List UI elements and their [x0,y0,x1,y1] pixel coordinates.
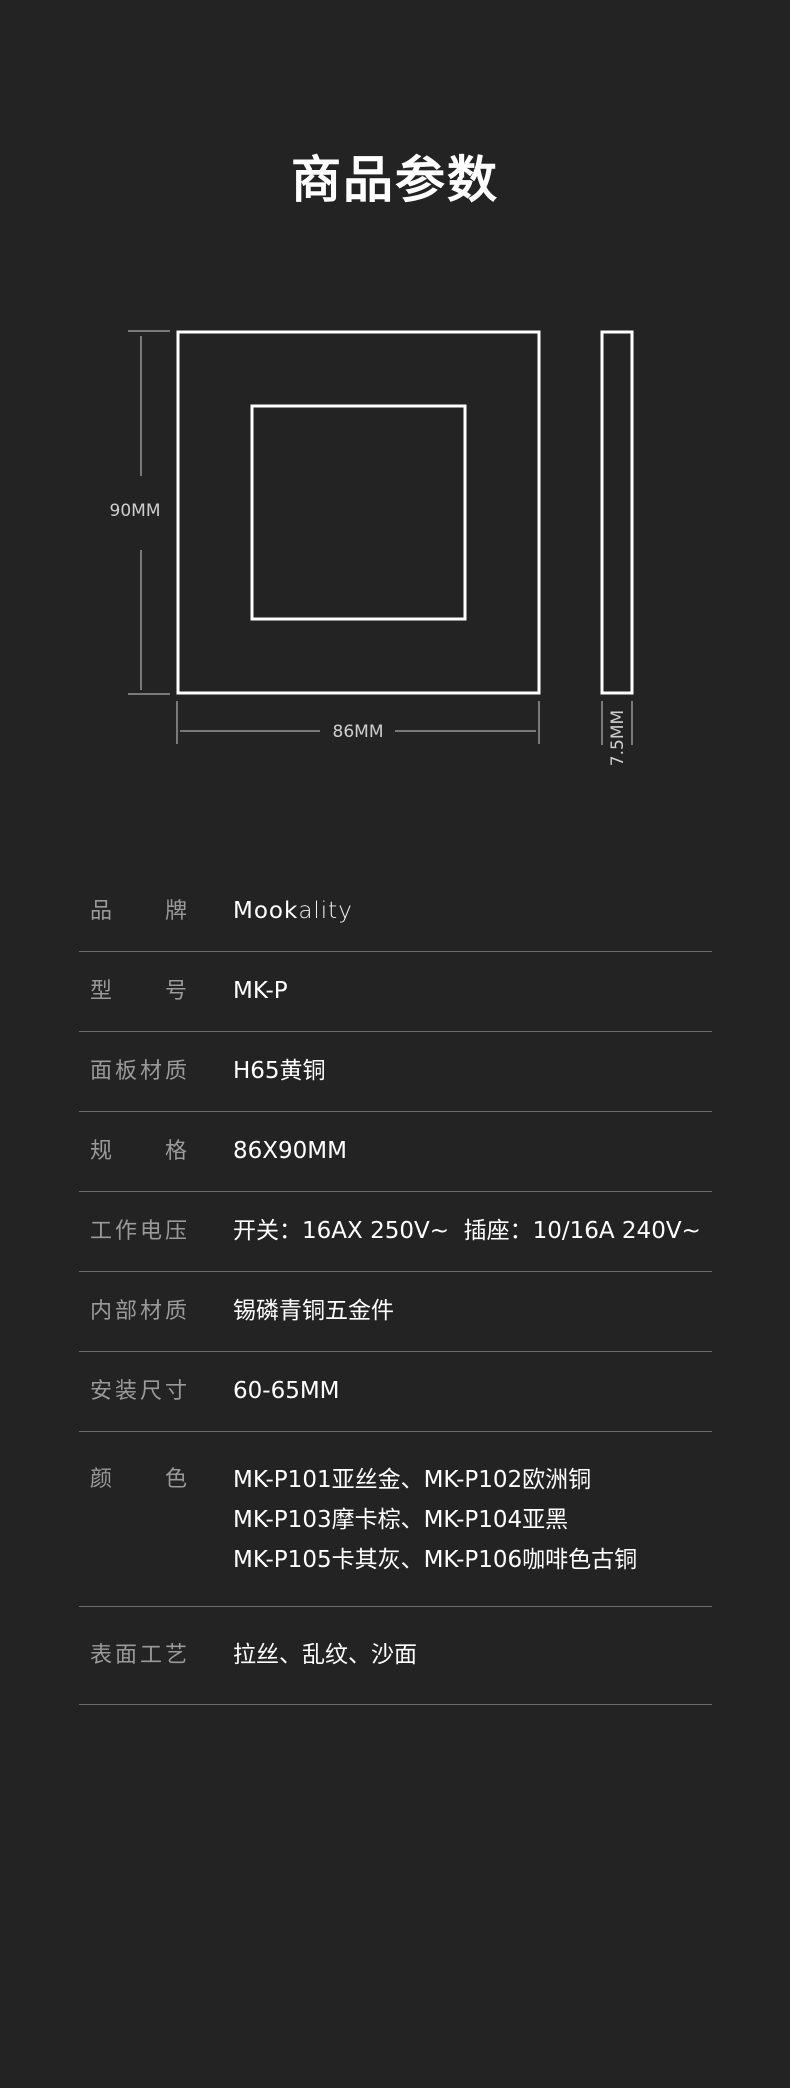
spec-label: 规格 [90,1138,187,1164]
spec-label: 颜色 [90,1467,187,1492]
spec-label: 内部材质 [90,1298,187,1324]
spec-row-model: 型号 MK-P [79,952,712,1032]
brand-logo: Mookality [233,898,353,924]
spec-label: 品牌 [90,898,187,924]
spec-row-brand: 品牌 Mookality [79,872,712,952]
spec-label: 型号 [90,978,187,1004]
height-dimension-label: 90MM [110,501,161,521]
color-list: MK-P101亚丝金、MK-P102欧洲铜 MK-P103摩卡棕、MK-P104… [233,1460,637,1580]
depth-dimension-label: 7.5MM [608,710,628,766]
spec-row-surface: 表面工艺 拉丝、乱纹、沙面 [79,1607,712,1705]
spec-label: 面板材质 [90,1058,187,1084]
color-line: MK-P103摩卡棕、MK-P104亚黑 [233,1507,569,1533]
spec-label: 工作电压 [90,1218,187,1244]
panel-front-outer [176,330,541,695]
page-title: 商品参数 [291,151,499,209]
color-line: MK-P105卡其灰、MK-P106咖啡色古铜 [233,1547,638,1573]
spec-table: 品牌 Mookality 型号 MK-P 面板材质 H65黄铜 规格 86X90… [79,872,712,1705]
spec-value: MK-P [233,978,288,1004]
spec-value: 开关：16AX 250V~ 插座：10/16A 240V~ [233,1218,701,1244]
spec-label: 安装尺寸 [90,1378,187,1404]
spec-value: 锡磷青铜五金件 [233,1298,394,1324]
width-dimension-label: 86MM [333,722,384,742]
panel-side-view [600,330,634,695]
spec-value: 拉丝、乱纹、沙面 [233,1642,417,1668]
spec-value: 60-65MM [233,1378,340,1404]
spec-label: 表面工艺 [90,1642,187,1668]
spec-row-voltage: 工作电压 开关：16AX 250V~ 插座：10/16A 240V~ [79,1192,712,1272]
spec-row-panel-material: 面板材质 H65黄铜 [79,1032,712,1112]
spec-row-color: 颜色 MK-P101亚丝金、MK-P102欧洲铜 MK-P103摩卡棕、MK-P… [79,1432,712,1607]
panel-front-inner [250,404,467,621]
spec-row-size: 规格 86X90MM [79,1112,712,1192]
dimension-diagram: 90MM 86MM 7.5MM [110,330,634,766]
spec-row-internal-material: 内部材质 锡磷青铜五金件 [79,1272,712,1352]
spec-value: 86X90MM [233,1138,347,1164]
spec-row-install-size: 安装尺寸 60-65MM [79,1352,712,1432]
color-line: MK-P101亚丝金、MK-P102欧洲铜 [233,1467,592,1493]
spec-value: H65黄铜 [233,1058,326,1084]
